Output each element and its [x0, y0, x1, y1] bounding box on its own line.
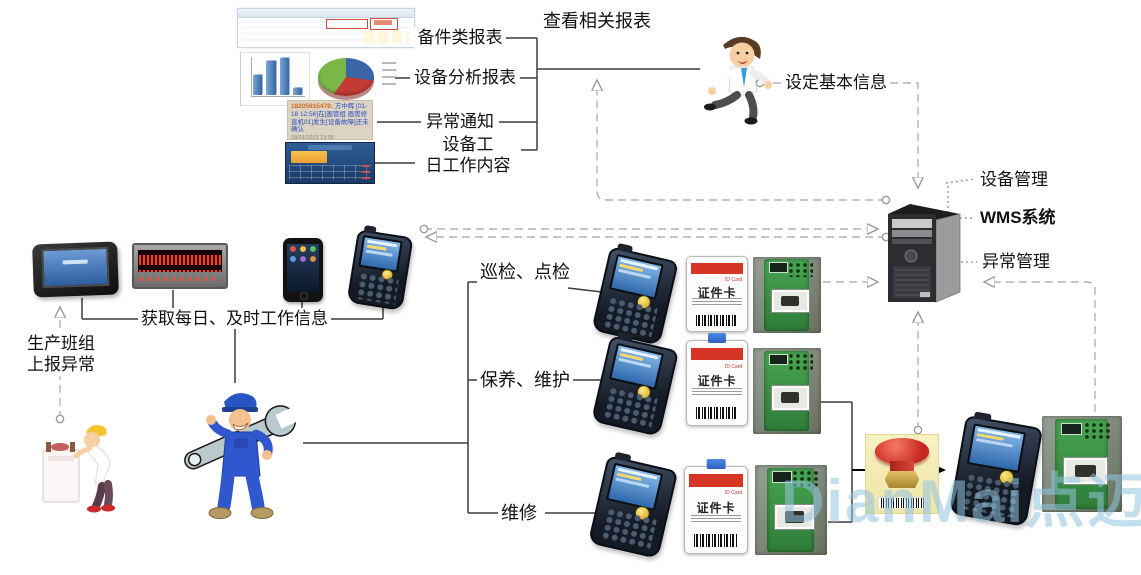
machine-tag-reader: [1064, 458, 1107, 485]
dashboard-status-column: [362, 165, 370, 179]
label-equipment-management: 设备管理: [977, 169, 1051, 191]
id-card-barcode: [696, 314, 738, 326]
smartphone-home-button: [300, 292, 308, 300]
server-tower: [888, 204, 961, 303]
id-card-clip: [708, 333, 726, 343]
tablet-screen: [41, 247, 110, 289]
dashboard-orange-panel: [291, 151, 327, 163]
machine-tag-reader: [772, 290, 809, 312]
label-line-2: 上报异常: [27, 355, 95, 375]
label-equipment-daily-work: 设备工 日工作内容: [415, 134, 521, 177]
id-card-title: 证件卡: [696, 500, 736, 515]
task1-machine: [753, 257, 821, 333]
label-line-1: 生产班组: [27, 334, 95, 353]
label-equipment-analysis-report: 设备分析报表: [410, 67, 520, 89]
label-abnormal-management: 异常管理: [979, 251, 1053, 273]
led-bottom-row: [139, 276, 221, 282]
label-inspection-spotcheck: 巡检、点检: [477, 261, 573, 284]
sms-body: 方中辉 [01-18 12:56]在[画管组 画管修直机01]发生[设备故障]还…: [291, 103, 369, 134]
label-abnormal-notification: 异常通知: [421, 111, 499, 133]
production-worker-cartoon: [42, 424, 115, 513]
label-line-1: 设备工: [442, 135, 494, 154]
id-card-barcode: [696, 406, 738, 420]
handheld-pda: [346, 225, 414, 311]
task1-pda: [591, 242, 679, 346]
mechanic-cartoon: [184, 393, 302, 519]
label-line-2: 日工作内容: [425, 156, 511, 176]
pie-chart-legend: [382, 62, 396, 88]
dashboard-grid: [289, 165, 371, 180]
task3-machine: [755, 465, 827, 555]
task2-machine: [753, 348, 821, 434]
id-card-barcode: [694, 534, 738, 547]
runner-cartoon: [704, 36, 772, 125]
final-machine: [1042, 416, 1122, 512]
sms-sender-number: 18205815478:: [291, 103, 333, 110]
id-card-clip: [706, 459, 726, 469]
label-maintenance-upkeep: 保养、维护: [477, 369, 573, 392]
thumb-highlight-box: [370, 18, 398, 30]
sms-notification-thumbnail: 18205815478: 方中辉 [01-18 12:56]在[画管组 画管修直…: [287, 100, 373, 140]
smartphone-screen: [286, 244, 320, 293]
task2-pda: [590, 331, 680, 437]
chart-x-axis: [251, 96, 305, 97]
bar-chart-thumbnail: [240, 52, 310, 106]
chart-y-axis: [251, 57, 252, 97]
watermark: DianMai点迈: [781, 468, 1141, 535]
label-get-daily-work-info: 获取每日、及时工作信息: [138, 308, 331, 330]
thumb-toolbar: [238, 9, 414, 18]
label-wms-system: WMS系统: [977, 207, 1059, 229]
id-card-brand: ID Card: [724, 490, 743, 497]
machine-tag-reader: [772, 385, 809, 410]
id-card-title: 证件卡: [697, 286, 737, 301]
work-dashboard-thumbnail: [285, 142, 375, 184]
spare-parts-report-thumbnail: [237, 8, 415, 48]
task3-pda: [587, 451, 679, 559]
dashboard-title-bar: [308, 145, 352, 150]
led-matrix: [137, 250, 223, 272]
id-card-brand: ID Card: [724, 363, 743, 370]
thumb-red-text: [374, 20, 392, 25]
sms-timestamp: 18/01/2013 13:08: [291, 135, 334, 140]
label-repair: 维修: [498, 502, 540, 525]
machine-tag-reader: [775, 504, 814, 530]
led-display-board: [132, 243, 228, 289]
smartphone: [283, 238, 323, 302]
industrial-tablet: [32, 241, 119, 298]
pie-chart-thumbnail: [318, 58, 374, 96]
thumb-highlight-box: [326, 19, 368, 29]
label-production-team-report: 生产班组 上报异常: [24, 333, 98, 376]
task1-id-card: ID Card 证件卡: [686, 256, 748, 332]
label-view-related-reports: 查看相关报表: [540, 10, 654, 33]
label-set-basic-info: 设定基本信息: [782, 72, 890, 94]
thumb-yellow-cells: [364, 31, 408, 43]
task3-id-card: ID Card 证件卡: [684, 459, 748, 554]
estop-barcode: [876, 496, 928, 510]
label-spare-parts-report: 备件类报表: [414, 27, 506, 49]
task2-id-card: ID Card 证件卡: [686, 333, 748, 426]
id-card-title: 证件卡: [697, 374, 737, 389]
id-card-brand: ID Card: [724, 276, 743, 283]
